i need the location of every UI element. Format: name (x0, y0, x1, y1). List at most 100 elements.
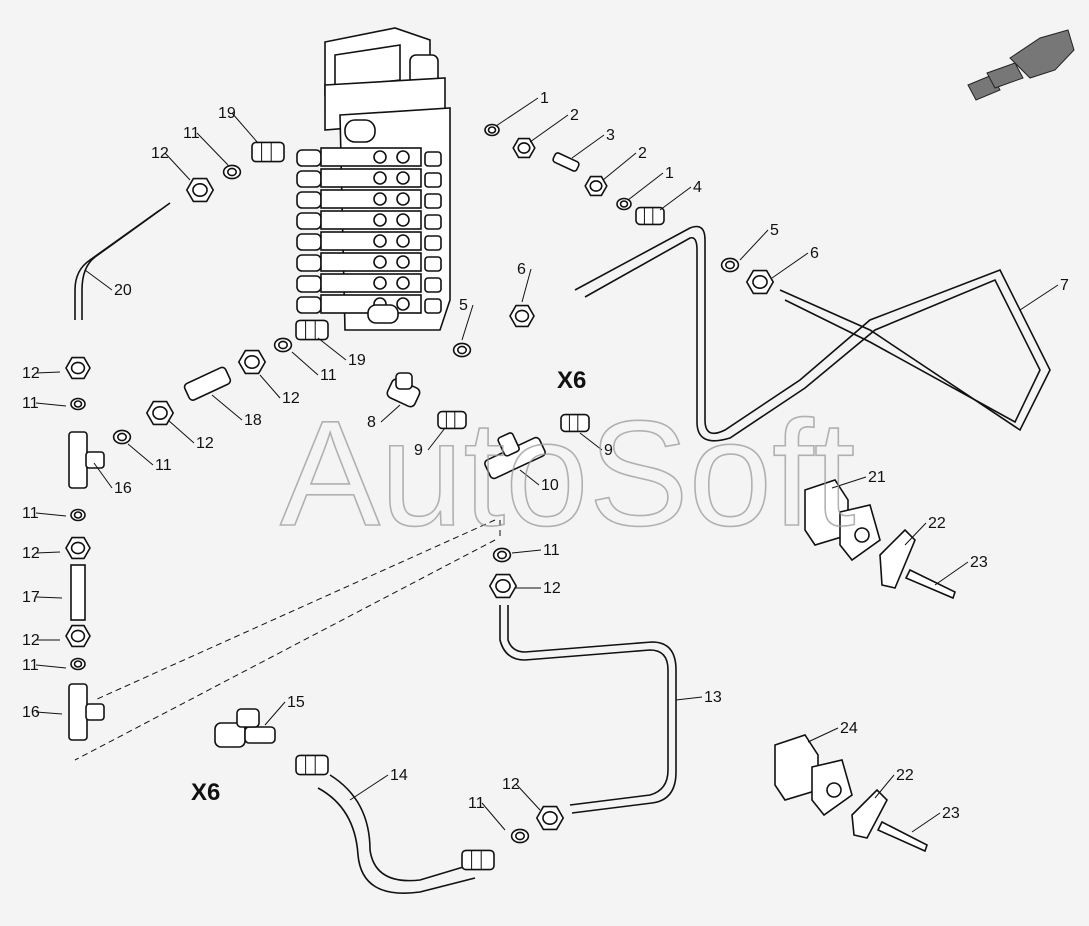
nut-12 (185, 177, 215, 203)
clamp-assembly-21 (804, 479, 956, 600)
valve-port-right (424, 235, 442, 251)
ring-5 (720, 257, 740, 273)
callout-label: 11 (155, 457, 172, 474)
callout-leader (571, 134, 605, 159)
callout-leader (35, 402, 67, 407)
ring-11 (510, 828, 530, 844)
pipe-3 (552, 152, 580, 172)
callout-leader (831, 476, 867, 489)
callout-label: 11 (22, 395, 39, 412)
ring-1 (616, 197, 632, 211)
valve-port-right (424, 193, 442, 209)
callout-label: 12 (22, 365, 40, 382)
ring-11 (492, 547, 512, 563)
callout-label: 6 (810, 245, 819, 262)
dashed-leader-c (74, 539, 496, 761)
nut-12 (488, 573, 518, 599)
valve-section (320, 168, 422, 188)
callout-label: 16 (114, 480, 132, 497)
callout-leader (35, 551, 61, 554)
callout-label: 14 (390, 767, 408, 784)
valve-port-left (296, 191, 322, 209)
valve-spool-end (396, 213, 410, 227)
callout-label: 12 (22, 632, 40, 649)
callout-label: 19 (218, 105, 236, 122)
valve-port-left (296, 296, 322, 314)
valve-spool-end (396, 297, 410, 311)
callout-label: 2 (638, 145, 647, 162)
callout-label: 18 (244, 412, 262, 429)
valve-section (320, 210, 422, 230)
watermark: AutoSoft (280, 389, 855, 557)
callout-label: 8 (367, 414, 376, 431)
nut-12 (145, 400, 175, 426)
valve-spool-end (373, 234, 387, 248)
valve-spool-end (396, 192, 410, 206)
callout-label: 11 (183, 125, 200, 142)
tee-16 (68, 683, 105, 741)
pipe-20-outer (81, 202, 171, 320)
valve-spool-end (396, 234, 410, 248)
valve-section (320, 273, 422, 293)
callout-leader (35, 711, 63, 715)
callout-leader (211, 394, 243, 421)
hose-14-b (317, 787, 476, 894)
callout-label: 24 (840, 720, 858, 737)
callout-label: 10 (541, 477, 559, 494)
callout-label: 5 (459, 297, 468, 314)
callout-leader (602, 152, 637, 181)
callout-label: 11 (22, 657, 39, 674)
callout-label: 12 (282, 390, 300, 407)
valve-section (320, 147, 422, 167)
ring-11 (70, 397, 86, 411)
ring-1 (484, 123, 500, 137)
valve-spool-end (373, 171, 387, 185)
arrow-icon (967, 29, 1075, 101)
ring-11 (70, 508, 86, 522)
elbow-8 (386, 372, 421, 408)
adapter-9 (560, 413, 590, 433)
ring-11 (222, 164, 242, 180)
hose-end-14 (295, 754, 329, 776)
callout-label: 9 (604, 442, 613, 459)
callout-label: 1 (665, 165, 674, 182)
callout-leader (771, 252, 809, 279)
ring-5 (452, 342, 472, 358)
pipe-18 (183, 366, 232, 401)
valve-port-right (424, 151, 442, 167)
callout-leader (196, 132, 229, 166)
nut-12 (65, 536, 91, 560)
pipe-20 (74, 209, 161, 320)
nut-12 (65, 624, 91, 648)
valve-port-left (296, 233, 322, 251)
valve-section (320, 231, 422, 251)
valve-port-left (296, 212, 322, 230)
callout-leader (35, 596, 63, 599)
nut-2 (512, 137, 536, 159)
callout-leader (911, 812, 941, 833)
callout-leader (511, 549, 542, 554)
hose-end-14 (461, 849, 495, 871)
callout-label: 12 (543, 580, 561, 597)
elbow-15 (214, 708, 276, 748)
callout-label: 4 (693, 179, 702, 196)
callout-leader (35, 512, 67, 517)
view-label-x6-top: X6 (557, 367, 586, 394)
nut-2 (584, 175, 608, 197)
callout-label: 11 (320, 367, 337, 384)
tee-16 (68, 431, 105, 489)
callout-leader (739, 229, 769, 261)
callout-label: 11 (543, 542, 560, 559)
callout-leader (317, 337, 347, 361)
callout-leader (519, 469, 540, 486)
callout-label: 12 (502, 776, 520, 793)
callout-leader (495, 97, 539, 127)
callout-label: 20 (114, 282, 132, 299)
view-label-x6-bottom: X6 (191, 779, 220, 806)
callout-label: 21 (868, 469, 886, 486)
valve-spool-end (373, 255, 387, 269)
callout-leader (84, 269, 113, 291)
callout-leader (264, 701, 286, 726)
callout-leader (35, 371, 61, 374)
